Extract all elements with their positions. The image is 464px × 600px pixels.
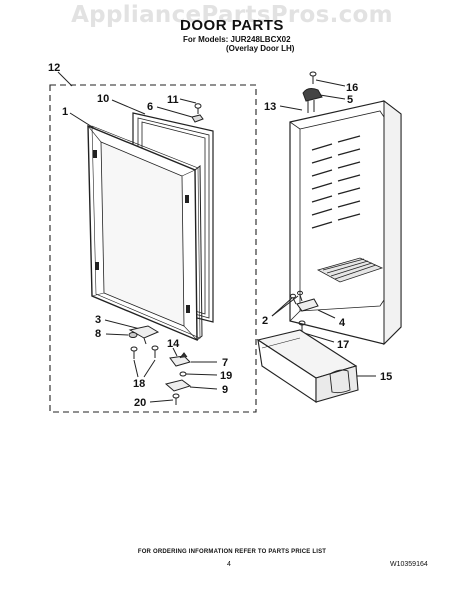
hinge-9 xyxy=(164,379,192,392)
door-assembly-box xyxy=(49,84,257,413)
leader-6 xyxy=(156,106,193,118)
leader-19 xyxy=(185,373,218,376)
callout-20: 20 xyxy=(134,397,146,409)
leader-20 xyxy=(149,399,174,403)
leader-8 xyxy=(105,333,129,336)
callout-12: 12 xyxy=(48,62,60,74)
leader-17 xyxy=(303,332,335,343)
door-bin xyxy=(256,329,359,404)
callout-9: 9 xyxy=(222,384,228,396)
callout-4: 4 xyxy=(339,317,346,329)
page-number: 4 xyxy=(227,561,231,568)
leader-14 xyxy=(172,347,178,357)
callout-14: 14 xyxy=(167,338,180,350)
leader-11 xyxy=(179,98,197,104)
leader-13 xyxy=(279,105,303,111)
callout-1: 1 xyxy=(62,106,68,118)
leader-12 xyxy=(57,71,73,87)
leader-2b xyxy=(271,295,299,317)
leader-10 xyxy=(111,99,146,115)
leader-16 xyxy=(315,79,346,87)
document-number: W10359164 xyxy=(390,561,428,568)
screw-11 xyxy=(194,103,202,114)
callout-8: 8 xyxy=(95,328,101,340)
leader-5 xyxy=(319,94,346,100)
page-title: DOOR PARTS xyxy=(180,17,284,34)
callout-15: 15 xyxy=(380,371,392,383)
leader-1 xyxy=(69,112,98,131)
callout-19: 19 xyxy=(220,370,232,382)
hinge-bracket-3 xyxy=(128,325,160,345)
callout-10: 10 xyxy=(97,93,109,105)
callout-11: 11 xyxy=(167,94,179,106)
ordering-note: FOR ORDERING INFORMATION REFER TO PARTS … xyxy=(137,549,327,555)
leader-18a xyxy=(133,359,139,378)
model-info: For Models: JUR248LBCX02 (Overlay Door L… xyxy=(183,35,294,53)
hinge-cover-7 xyxy=(169,352,191,367)
back-wall-vents xyxy=(311,135,361,229)
leader-9 xyxy=(189,386,218,390)
screw-16 xyxy=(309,71,317,84)
callout-13: 13 xyxy=(264,101,276,113)
hinge-bracket-4 xyxy=(290,290,319,312)
clip-6 xyxy=(191,114,204,123)
watermark: AppliancePartsPros.com xyxy=(71,2,393,28)
door-panel xyxy=(87,124,203,342)
callout-7: 7 xyxy=(222,357,228,369)
screws-18 xyxy=(130,345,159,359)
washer-19 xyxy=(179,371,187,377)
models-line: For Models: JUR248LBCX02 xyxy=(183,35,291,44)
hinge-pin-8 xyxy=(128,332,138,338)
callout-17: 17 xyxy=(337,339,349,351)
callout-3: 3 xyxy=(95,314,101,326)
leader-4 xyxy=(317,309,336,319)
callout-2: 2 xyxy=(262,315,268,327)
callout-6: 6 xyxy=(147,101,153,113)
callout-16: 16 xyxy=(346,82,358,94)
overlay-line: (Overlay Door LH) xyxy=(226,44,295,53)
leader-18b xyxy=(143,359,156,378)
top-hinge-5 xyxy=(302,88,323,113)
floor-grille xyxy=(316,257,384,283)
screw-20 xyxy=(172,393,180,405)
callout-5: 5 xyxy=(347,94,353,106)
callout-18: 18 xyxy=(133,378,145,390)
